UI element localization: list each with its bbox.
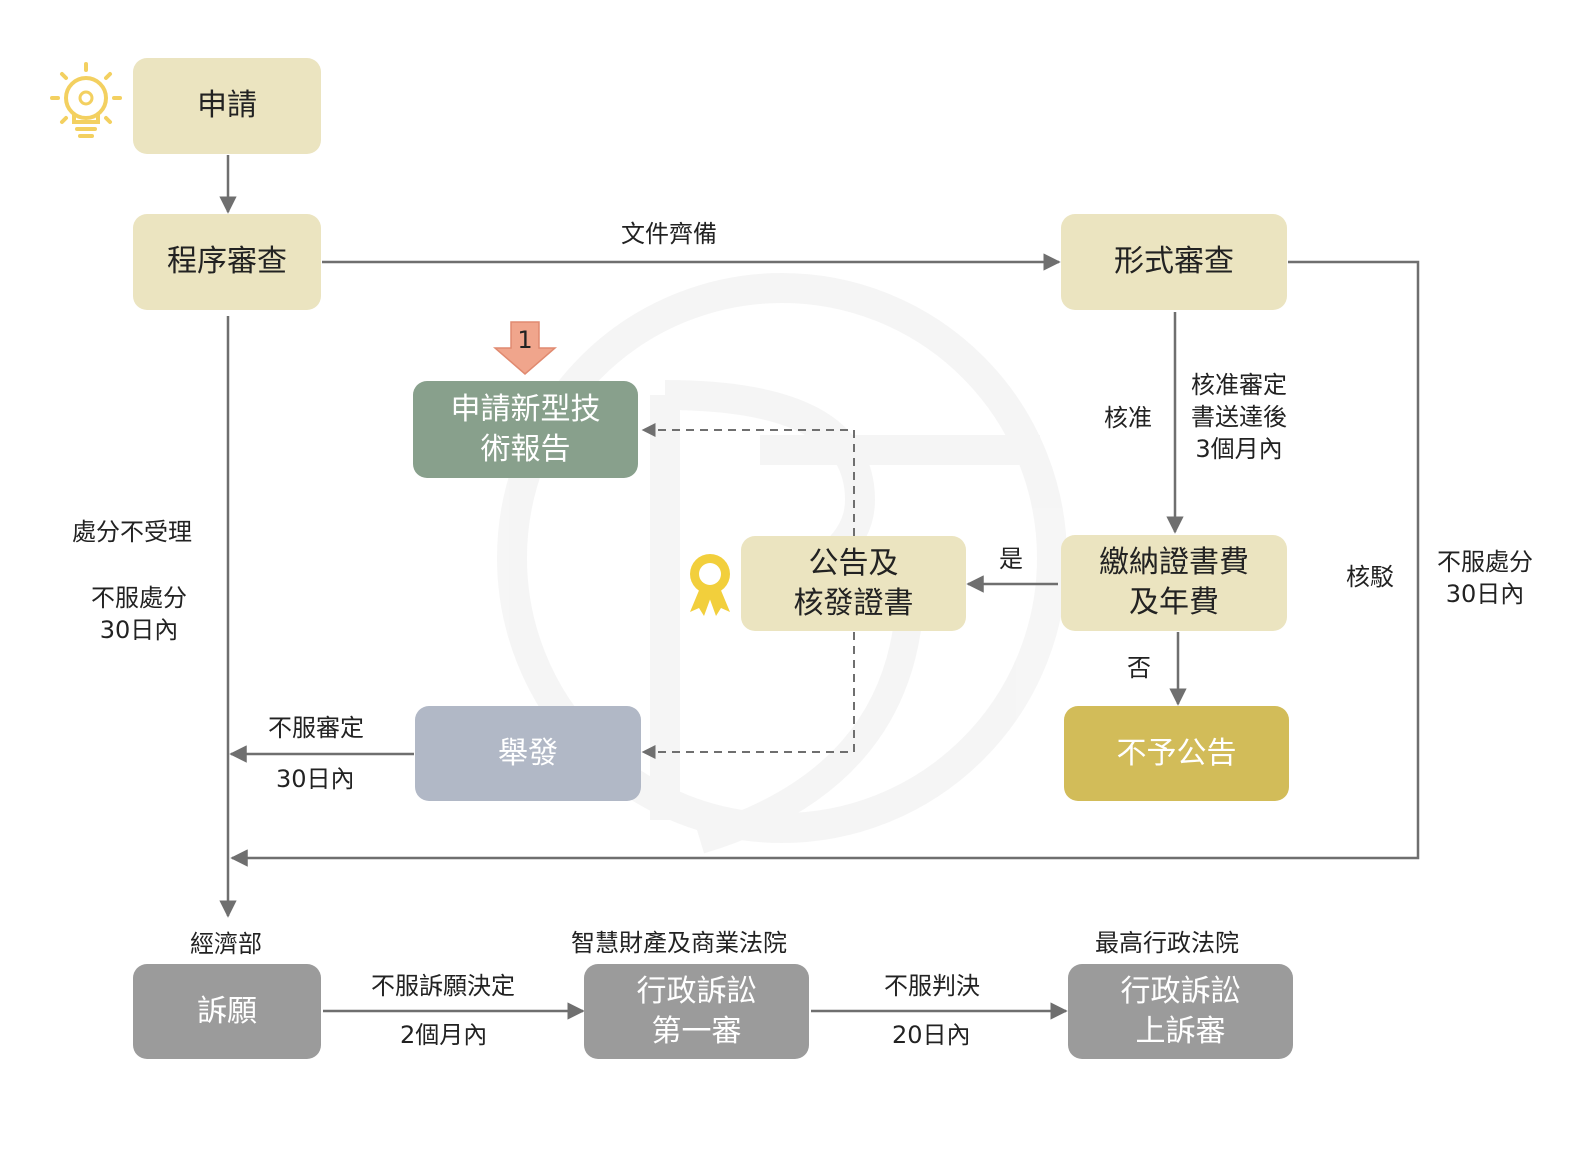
label-reject: 核駁 [1346,563,1394,591]
label-approve-deadline-line1: 核准審定 [1191,371,1287,399]
lightbulb-gear-icon [50,62,122,138]
label-disagree-right-line1: 不服處分 [1437,548,1533,576]
label-not-accepted: 處分不受理 [72,518,192,546]
node-pay-fee-line1: 繳納證書費 [1099,545,1249,580]
node-admin-appeal-line1: 行政訴訟 [1120,973,1241,1009]
label-disagree-decision: 不服審定 [268,714,364,742]
label-yes: 是 [999,545,1023,573]
node-admin-appeal[interactable]: 行政訴訟 上訴審 [1068,964,1293,1059]
node-admin-first[interactable]: 行政訴訟 第一審 [584,964,809,1059]
label-approve-deadline-line2: 書送達後 [1191,403,1287,431]
node-pay-fee[interactable]: 繳納證書費 及年費 [1061,535,1287,631]
node-no-announce[interactable]: 不予公告 [1064,706,1289,801]
node-tech-report-line1: 申請新型技 [450,391,601,427]
node-formal-review[interactable]: 形式審查 [1061,214,1287,310]
node-apply-label: 申請 [197,88,257,123]
node-admin-first-line1: 行政訴訟 [636,973,757,1009]
label-20-days: 20日內 [892,1021,971,1049]
dashed-announce-to-report [641,423,855,536]
label-disagree-left: 不服處分 30日內 [80,582,198,646]
node-formal-review-label: 形式審查 [1114,244,1234,279]
node-tech-report[interactable]: 申請新型技 術報告 [413,381,638,478]
node-appeal-label: 訴願 [197,993,257,1029]
down-arrow-step-icon [492,321,558,375]
label-disagree-right-line2: 30日內 [1445,580,1525,608]
step-number: 1 [517,326,533,354]
arrow-reject-loop [230,260,1420,867]
label-approve-deadline: 核准審定 書送達後 3個月內 [1180,369,1298,465]
label-disagree-appeal: 不服訴願決定 [371,972,515,1000]
label-disagree-left-line1: 不服處分 [91,584,187,612]
label-approve: 核准 [1104,404,1152,432]
node-appeal[interactable]: 訴願 [133,964,321,1059]
label-docs-complete: 文件齊備 [621,220,717,248]
label-disagree-left-line2: 30日內 [99,616,179,644]
node-admin-appeal-line2: 上訴審 [1135,1013,1226,1049]
node-procedure-review-label: 程序審查 [167,244,287,279]
node-pay-fee-line2: 及年費 [1129,585,1219,620]
node-announce-line1: 公告及 [808,545,899,581]
label-ip-court: 智慧財產及商業法院 [571,929,787,957]
label-approve-deadline-line3: 3個月內 [1195,435,1283,463]
label-moea: 經濟部 [190,930,262,958]
award-ribbon-icon [690,554,730,616]
node-invalidation-label: 舉發 [498,735,558,771]
label-disagree-judgment: 不服判決 [884,972,980,1000]
node-invalidation[interactable]: 舉發 [415,706,641,801]
node-announce[interactable]: 公告及 核發證書 [741,536,966,631]
label-30-days: 30日內 [276,765,355,793]
label-2-months: 2個月內 [400,1021,488,1049]
label-no: 否 [1127,654,1151,682]
node-tech-report-line2: 術報告 [480,431,571,467]
node-announce-line2: 核發證書 [793,585,914,621]
node-procedure-review[interactable]: 程序審查 [133,214,321,310]
node-admin-first-line2: 第一審 [651,1013,742,1049]
label-disagree-right: 不服處分 30日內 [1428,546,1542,610]
dashed-announce-to-invalidation [641,632,855,759]
node-apply[interactable]: 申請 [133,58,321,154]
node-no-announce-label: 不予公告 [1116,735,1237,771]
label-supreme-admin-court: 最高行政法院 [1095,929,1239,957]
